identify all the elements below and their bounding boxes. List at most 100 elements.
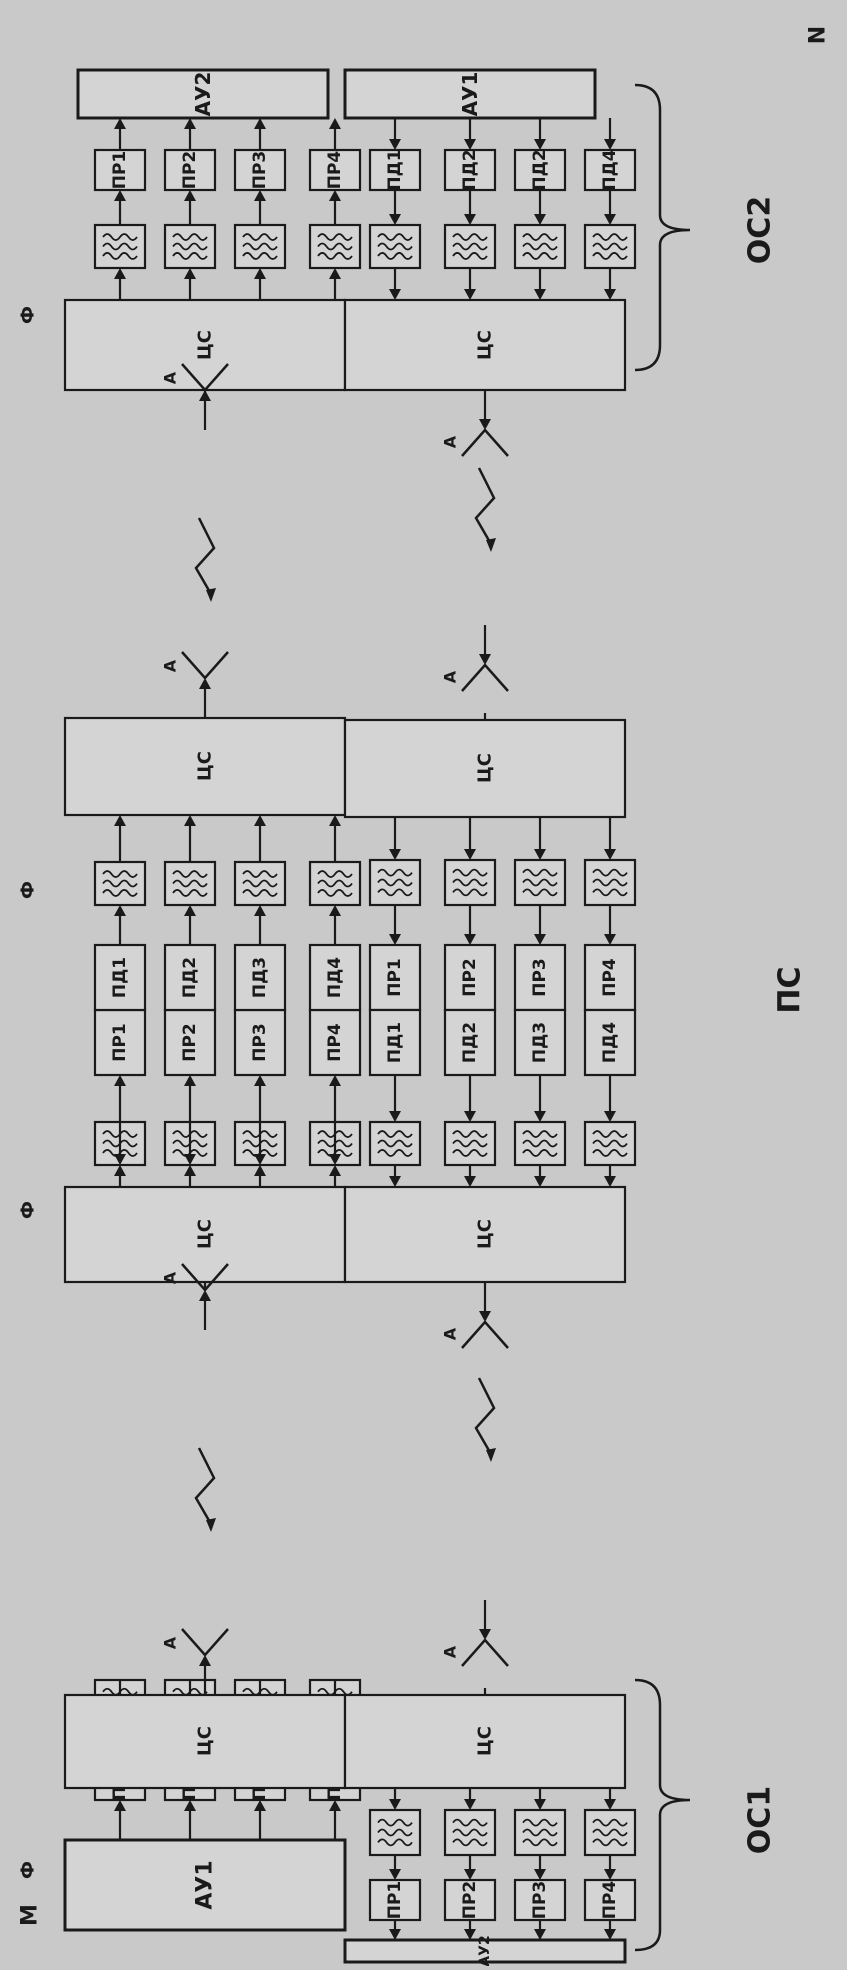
os2-tx-link-b-2-head: [464, 214, 476, 225]
antenna-3-feed-head: [199, 678, 211, 689]
os1-tx-ch2-link-0-head: [184, 1800, 196, 1811]
os2-tx-pd-1-label: ПД1: [385, 149, 405, 190]
radio-link-4-path: [474, 1377, 496, 1455]
os1-rx-pr-1-label: ПР1: [385, 1881, 405, 1920]
ps-bot-pr-1: [368, 943, 422, 1012]
ps-bot-link-d-1-head: [389, 1176, 401, 1187]
ps-bot-pr-4: [583, 943, 637, 1012]
ps-bot-filter2-1-wave-icon: [377, 1130, 413, 1157]
os1-rx-link-a-4-head: [604, 1799, 616, 1810]
ps-bot-link-c-4-head: [604, 1111, 616, 1122]
ps-rx1-ch3-link-0-head: [254, 1165, 266, 1176]
os2-rx-pr-3: [233, 148, 287, 192]
antenna-1-antenna-icon: [181, 1628, 229, 1657]
os2-tx-link-a-2-head: [464, 139, 476, 150]
au2-top-label: АУ2: [191, 72, 215, 117]
radio-link-1-head: [206, 1518, 216, 1532]
ps-bot-pd-3: [513, 1008, 567, 1077]
os2-tx-link-a-4-head: [604, 139, 616, 150]
os2-rx-filter-4-wave-icon: [317, 233, 353, 260]
ps-top-link-b-1-head: [114, 905, 126, 916]
terminal-left-label: ОС1: [743, 1786, 778, 1854]
os1-rx-filter-2-wave-icon: [452, 1818, 488, 1847]
antenna-1-feed-head: [199, 1655, 211, 1666]
ps-top-link-b-2-head: [184, 905, 196, 916]
ps-bot-link-b-3-head: [534, 934, 546, 945]
os2-tx-link-b-3-head: [534, 214, 546, 225]
au1-top-label: АУ1: [193, 1860, 218, 1909]
ps-top-pr-1-label: ПР1: [110, 1023, 130, 1062]
ps-top-filter2-2-wave-icon: [172, 870, 208, 897]
ps-top-link-c-4-head: [329, 815, 341, 826]
os1-tx-ch4-link-0-head: [329, 1800, 341, 1811]
os2-rx-link-b-2-head: [184, 190, 196, 201]
os2-tx-pd-3-label: ПД2: [530, 149, 550, 190]
ps-rx1-ch1-link-end-head: [114, 1154, 126, 1165]
ps-bot-pd-1-label: ПД1: [385, 1022, 405, 1063]
os2-rx-link-a-4-head: [329, 268, 341, 279]
os2-rx-pr-4-label: ПР4: [325, 151, 345, 190]
os2-rx-link-c-1-head: [114, 118, 126, 129]
os1-rx-filter-1-wave-icon: [377, 1818, 413, 1847]
antenna-6-antenna-icon: [461, 663, 509, 692]
antenna-3-antenna-icon: [181, 651, 229, 680]
ps-bot-link-a-4-head: [604, 849, 616, 860]
ps-bot-filter1-1-wave-icon: [377, 868, 413, 897]
os1-rx-filter-4-wave-icon: [592, 1818, 628, 1847]
ps-top-pd-2: [163, 943, 217, 1012]
antenna-2-feed-head: [199, 1290, 211, 1301]
os2-tx-pd-3: [513, 148, 567, 192]
os2-tx-link-b-4-head: [604, 214, 616, 225]
os2-rx-filter-2-wave-icon: [172, 233, 208, 260]
cs-7-label: ЦС: [475, 1219, 496, 1249]
ps-bot-filter1-4-wave-icon: [592, 868, 628, 897]
ps-bot-pd-3-label: ПД3: [530, 1022, 550, 1063]
radio-link-1-path: [194, 1447, 216, 1525]
os1-rx-link-a-1-head: [389, 1799, 401, 1810]
os1-rx-filter-3-wave-icon: [522, 1818, 558, 1847]
os2-rx-link-c-4-head: [329, 118, 341, 129]
au1-top: [63, 1838, 347, 1932]
ps-bot-pd-4: [583, 1008, 637, 1077]
ps-bot-link-d-3-head: [534, 1176, 546, 1187]
cs-6: [343, 718, 627, 819]
antenna-8-label: А: [441, 1645, 460, 1658]
cs-4-label: ЦС: [195, 330, 216, 360]
radio-link-2-head: [206, 588, 216, 602]
os2-tx-pd-4: [583, 148, 637, 192]
ps-top-filter2-1-wave-icon: [102, 870, 138, 897]
ps-top-pd-1: [93, 943, 147, 1012]
radio-link-4-head: [486, 1448, 496, 1462]
antenna-5-antenna-icon: [461, 428, 509, 457]
antenna-8-antenna-icon: [461, 1638, 509, 1667]
os2-tx-link-c-1-head: [389, 289, 401, 300]
ps-top-pd-3: [233, 943, 287, 1012]
antenna-7-feed-head: [479, 1311, 491, 1322]
ps-rx1-ch3-link-end-head: [254, 1154, 266, 1165]
ps-top-link-a-2-head: [184, 1075, 196, 1086]
os1-rx-pr-4: [583, 1878, 637, 1922]
ps-top-pd-4: [308, 943, 362, 1012]
ps-bot-link-c-1-head: [389, 1111, 401, 1122]
radio-link-3-path: [474, 467, 496, 545]
os2-tx-link-c-4-head: [604, 289, 616, 300]
os2-tx-link-c-2-head: [464, 289, 476, 300]
antenna-2-label: А: [161, 1271, 180, 1284]
os2-tx-filter-4-wave-icon: [592, 233, 628, 260]
os2-rx-link-a-1-head: [114, 268, 126, 279]
filter-label-4: Ф: [18, 306, 39, 324]
terminal-right-label: ОС2: [743, 196, 778, 264]
ps-top-link-b-4-head: [329, 905, 341, 916]
ps-bot-link-c-2-head: [464, 1111, 476, 1122]
os1-rx-link-b-2-head: [464, 1869, 476, 1880]
cs-8-label: ЦС: [475, 1726, 496, 1756]
au2-bottom: [343, 1938, 627, 1964]
ps-top-pd-2-label: ПД2: [180, 957, 200, 998]
antenna-7-label: А: [441, 1327, 460, 1340]
os2-tx-link-b-1-head: [389, 214, 401, 225]
os2-rx-filter-1-wave-icon: [102, 233, 138, 260]
antenna-5-label: А: [441, 435, 460, 448]
ps-rx1-ch2-link-end-head: [184, 1154, 196, 1165]
ps-top-pd-1-label: ПД1: [110, 957, 130, 998]
